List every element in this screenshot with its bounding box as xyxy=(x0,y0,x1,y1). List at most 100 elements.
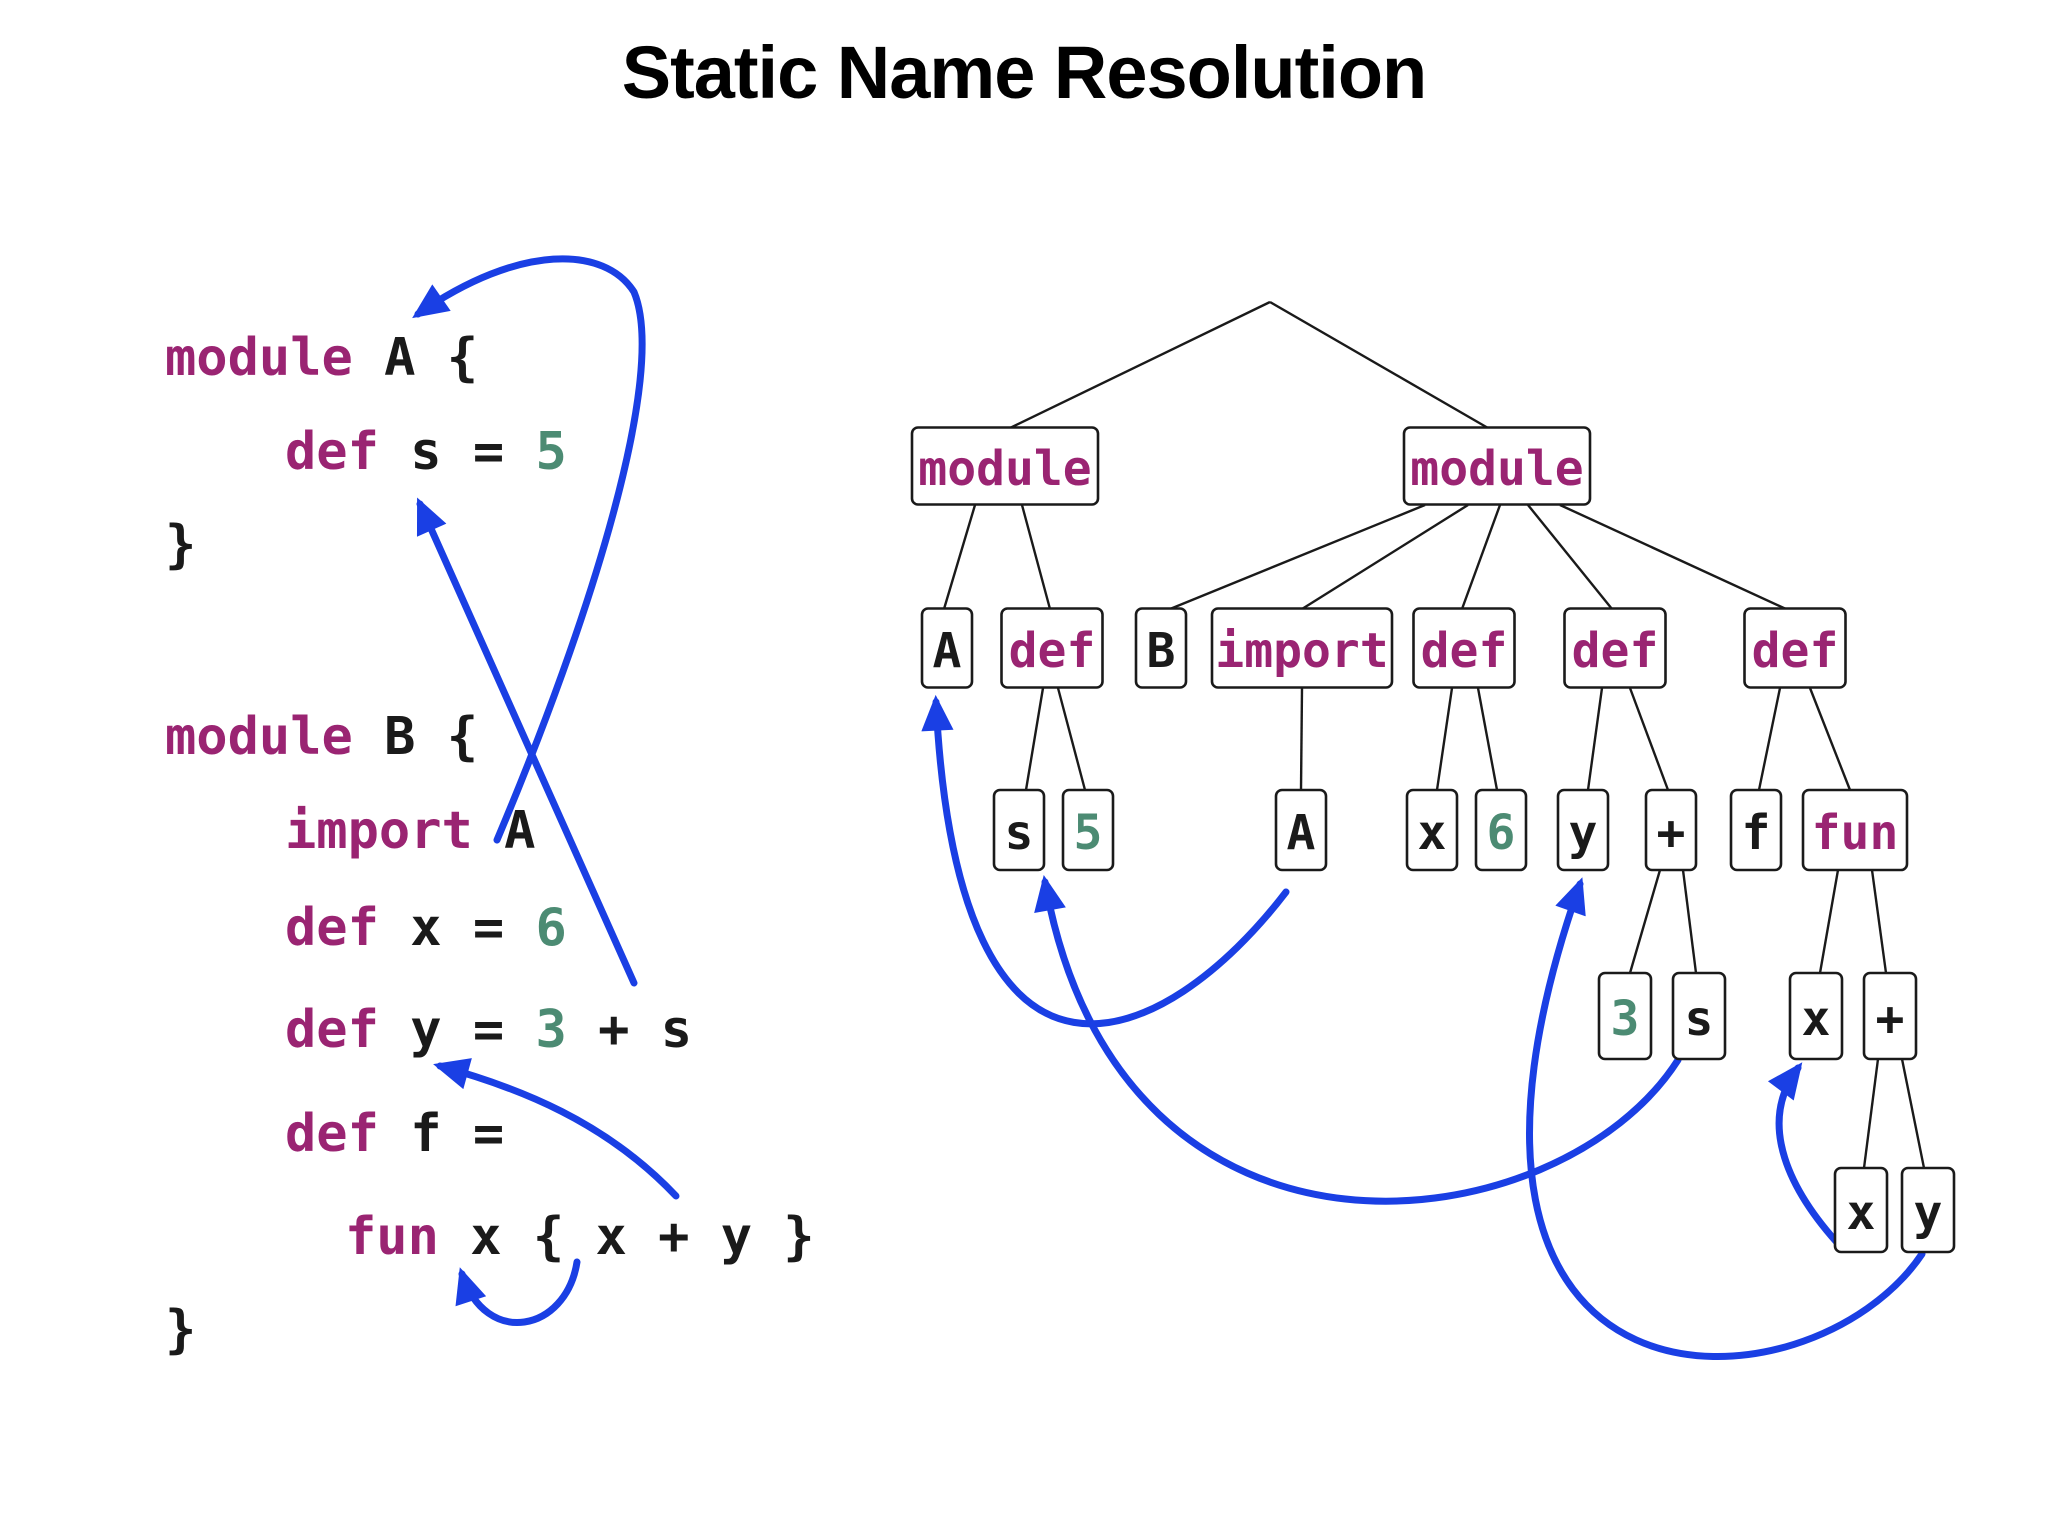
tree-node-box-A2 xyxy=(1274,788,1328,872)
tree-node-label-y1: y xyxy=(1569,805,1598,861)
tree-node-box-plus1 xyxy=(1644,788,1698,872)
edge-modA-def xyxy=(1020,504,1052,610)
arrow-code-s-use-to-s-def xyxy=(416,497,638,987)
code-listing: module A {def s = 5}module B {import Ade… xyxy=(165,328,815,1360)
edge-modB-def2 xyxy=(1460,504,1502,610)
tree-node-box-x1 xyxy=(1405,788,1459,872)
edge-def4-fun xyxy=(1808,687,1852,791)
tree-node-label-n3: 3 xyxy=(1611,991,1640,1047)
tree-node-plus2: + xyxy=(1862,971,1918,1061)
code-line-module-B-open: module B { xyxy=(165,707,478,767)
tree-node-x2: x xyxy=(1788,971,1844,1061)
arrow-tree-s-use-to-s-def xyxy=(1034,874,1682,1205)
tree-node-mod2: module xyxy=(1402,426,1592,506)
tree-node-label-def3: def xyxy=(1572,623,1659,679)
edge-plus1-3 xyxy=(1628,869,1662,974)
tree-node-label-y2: y xyxy=(1914,1185,1943,1241)
tree-node-def4: def xyxy=(1743,607,1847,689)
tree-node-label-s1: s xyxy=(1005,805,1034,861)
tree-node-label-n5: 5 xyxy=(1074,805,1103,861)
edge-fun-plus xyxy=(1870,869,1888,974)
tree-node-n3: 3 xyxy=(1597,971,1653,1061)
tree-node-label-plus2: + xyxy=(1876,991,1905,1047)
tree-node-x3: x xyxy=(1833,1166,1889,1254)
tree-node-label-x3: x xyxy=(1847,1185,1876,1241)
tree-node-label-A1: A xyxy=(933,623,962,679)
tree-node-mod1: module xyxy=(910,426,1100,506)
arrow-tree-y-use-to-y-def xyxy=(1526,877,1926,1361)
tree-node-A1: A xyxy=(920,607,974,689)
code-line-def-s: def s = 5 xyxy=(285,422,567,482)
tree-node-label-A2: A xyxy=(1287,805,1316,861)
code-line-import-A: import A xyxy=(285,801,535,861)
edge-def2-x xyxy=(1435,687,1454,791)
tree-node-def2: def xyxy=(1412,607,1516,689)
edge-plus2-y xyxy=(1900,1058,1926,1169)
ast-edges xyxy=(942,300,1926,1169)
code-line-def-x: def x = 6 xyxy=(285,898,567,958)
edge-plus1-s xyxy=(1681,869,1698,974)
code-line-fun-body: fun x { x + y } xyxy=(345,1207,815,1267)
tree-node-label-def4: def xyxy=(1752,623,1839,679)
code-line-module-A-close: } xyxy=(165,515,196,575)
tree-node-A2: A xyxy=(1274,788,1328,872)
tree-node-box-def3 xyxy=(1563,607,1667,689)
tree-node-B1: B xyxy=(1134,607,1188,689)
tree-node-box-def4 xyxy=(1743,607,1847,689)
edge-modA-A xyxy=(942,504,977,610)
tree-node-label-x1: x xyxy=(1418,805,1447,861)
arrow-code-y-use-to-y-def xyxy=(433,1058,680,1200)
edge-apex-module-A xyxy=(1009,300,1271,430)
tree-node-box-s2 xyxy=(1671,971,1727,1061)
tree-node-import1: import xyxy=(1210,607,1394,689)
code-line-def-y: def y = 3 + s xyxy=(285,1000,692,1060)
tree-node-box-plus2 xyxy=(1862,971,1918,1061)
tree-node-box-f1 xyxy=(1729,788,1783,872)
tree-node-n5: 5 xyxy=(1061,788,1115,872)
tree-node-box-def1 xyxy=(1000,607,1104,689)
tree-node-def1: def xyxy=(1000,607,1104,689)
edge-def1-s xyxy=(1024,687,1045,791)
tree-node-label-mod2: module xyxy=(1410,441,1583,497)
tree-node-plus1: + xyxy=(1644,788,1698,872)
tree-node-label-import1: import xyxy=(1215,623,1388,679)
tree-node-box-s1 xyxy=(992,788,1046,872)
tree-node-box-mod1 xyxy=(910,426,1100,506)
edge-def1-5 xyxy=(1056,687,1087,791)
tree-node-def3: def xyxy=(1563,607,1667,689)
tree-node-y2: y xyxy=(1900,1166,1956,1254)
edge-def2-6 xyxy=(1476,687,1499,791)
tree-node-box-n3 xyxy=(1597,971,1653,1061)
tree-node-label-n6: 6 xyxy=(1487,805,1516,861)
tree-node-f1: f xyxy=(1729,788,1783,872)
tree-node-fun1: fun xyxy=(1801,788,1909,872)
tree-node-box-B1 xyxy=(1134,607,1188,689)
tree-node-box-fun1 xyxy=(1801,788,1909,872)
tree-node-box-mod2 xyxy=(1402,426,1592,506)
code-line-def-f: def f = xyxy=(285,1104,504,1164)
tree-node-label-plus1: + xyxy=(1657,805,1686,861)
edge-def3-y xyxy=(1586,687,1604,791)
tree-node-label-s2: s xyxy=(1685,991,1714,1047)
arrow-code-import-A-to-module-A xyxy=(412,255,646,844)
resolution-arrows xyxy=(412,255,1926,1361)
arrow-tree-x-use-to-fun-param-x xyxy=(1767,1062,1846,1252)
edge-plus2-x xyxy=(1862,1058,1880,1169)
tree-node-box-A1 xyxy=(920,607,974,689)
page-title: Static Name Resolution xyxy=(621,31,1428,114)
edge-import-A xyxy=(1299,687,1304,791)
tree-node-label-def2: def xyxy=(1421,623,1508,679)
tree-node-box-n5 xyxy=(1061,788,1115,872)
tree-node-label-mod1: module xyxy=(918,441,1091,497)
edge-def3-plus xyxy=(1628,687,1670,791)
code-line-module-B-close: } xyxy=(165,1300,196,1360)
edge-modB-import xyxy=(1301,503,1469,611)
edge-apex-module-B xyxy=(1269,300,1489,430)
tree-node-box-x3 xyxy=(1833,1166,1889,1254)
tree-node-box-import1 xyxy=(1210,607,1394,689)
tree-node-s1: s xyxy=(992,788,1046,872)
edge-def4-f xyxy=(1757,687,1782,791)
